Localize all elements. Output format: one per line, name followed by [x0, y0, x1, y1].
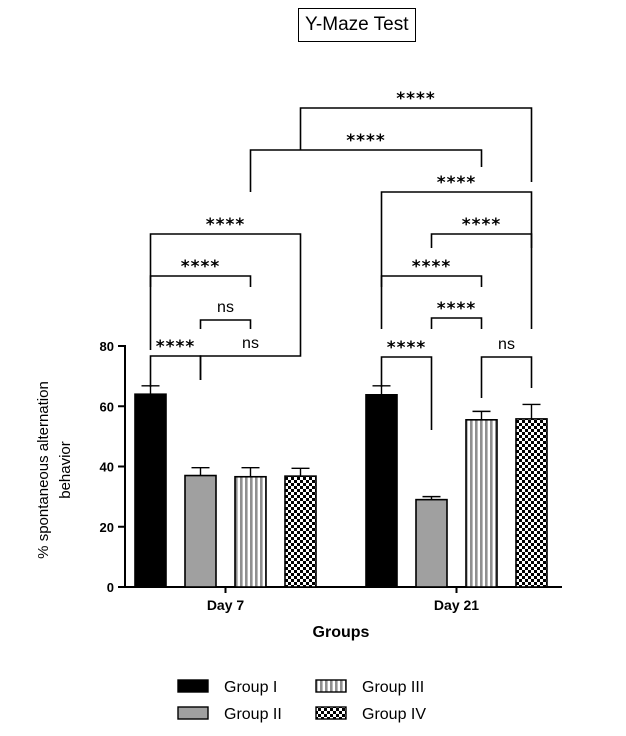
significance-label: ns	[498, 336, 515, 353]
x-axis-title: Groups	[313, 624, 370, 641]
legend-label: Group II	[224, 706, 282, 723]
y-tick-label: 40	[100, 460, 114, 475]
y-tick-label: 80	[100, 339, 114, 354]
legend-label: Group III	[362, 679, 424, 696]
legend-label: Group I	[224, 679, 277, 696]
legend-swatch	[177, 679, 209, 693]
significance-label: ****	[437, 173, 477, 193]
significance-label: ****	[156, 337, 196, 357]
bar	[515, 418, 548, 588]
significance-label: ****	[412, 257, 452, 277]
bar	[284, 475, 317, 588]
legend-swatch	[315, 679, 347, 693]
significance-label: ns	[242, 335, 259, 352]
significance-label: ****	[462, 215, 502, 235]
y-axis-title-line: % spontaneous alternation	[35, 381, 52, 559]
bar	[134, 393, 167, 588]
significance-bracket	[249, 149, 483, 192]
significance-bracket	[199, 319, 252, 329]
significance-label: ****	[387, 338, 427, 358]
significance-label: ****	[346, 131, 386, 151]
significance-bracket	[149, 275, 252, 287]
bar	[234, 475, 267, 588]
y-tick-label: 0	[107, 580, 114, 595]
significance-bracket	[199, 350, 302, 380]
significance-bracket	[380, 356, 433, 430]
legend-swatch	[315, 706, 347, 720]
chart-title: Y-Maze Test	[298, 8, 416, 42]
significance-bracket	[380, 275, 483, 287]
significance-bracket	[480, 356, 533, 398]
bar	[415, 498, 448, 588]
legend-label: Group IV	[362, 706, 426, 723]
significance-bracket	[430, 317, 483, 329]
y-tick-label: 20	[100, 520, 114, 535]
significance-bracket	[149, 355, 202, 387]
bar	[365, 394, 398, 588]
significance-label: ****	[437, 299, 477, 319]
y-tick-label: 60	[100, 399, 114, 414]
bar	[184, 474, 217, 588]
significance-bracket	[380, 191, 533, 329]
x-tick-label: Day 7	[207, 597, 245, 613]
x-tick-label: Day 21	[434, 597, 479, 613]
significance-bracket	[430, 233, 533, 248]
legend-swatch	[177, 706, 209, 720]
significance-bracket	[299, 107, 533, 182]
significance-bracket	[149, 233, 302, 350]
significance-label: ****	[181, 257, 221, 277]
y-axis-title-line: behavior	[57, 441, 74, 499]
significance-label: ns	[217, 299, 234, 316]
significance-label: ****	[396, 89, 436, 109]
significance-label: ****	[206, 215, 246, 235]
y-axis-title: % spontaneous alternation behavior	[35, 381, 74, 559]
bar	[465, 419, 498, 588]
